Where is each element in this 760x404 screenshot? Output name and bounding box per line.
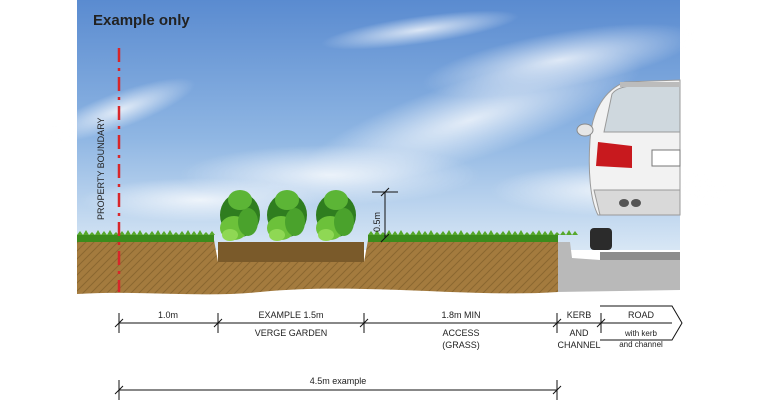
car-rear-window [603, 83, 681, 133]
segment-2-width: EXAMPLE 1.5m [258, 310, 323, 320]
car-tail-light [596, 142, 632, 168]
grass [77, 230, 578, 242]
car-tyre [590, 228, 612, 250]
plant-3 [316, 190, 356, 241]
car-number-plate [651, 149, 681, 167]
total-dimension-line [114, 380, 562, 400]
segment-4-name-1: KERB [567, 310, 592, 320]
total-width-label: 4.5m example [310, 376, 367, 386]
segment-3-width: 1.8m MIN [441, 310, 480, 320]
plant-2 [267, 190, 307, 241]
segment-2-name: VERGE GARDEN [255, 328, 328, 338]
height-dimension [372, 187, 398, 243]
road-surface [600, 252, 680, 260]
segment-5-note-1: with kerb [624, 329, 658, 338]
height-dimension-label: 0.5m [372, 212, 382, 232]
segment-1-width: 1.0m [158, 310, 178, 320]
width-dimension-line [114, 305, 683, 341]
segment-3-name: ACCESS [442, 328, 479, 338]
segment-4-name-3: CHANNEL [557, 340, 600, 350]
soil [77, 240, 558, 295]
property-boundary-label: PROPERTY BOUNDARY [96, 117, 106, 220]
plant-1 [220, 190, 260, 241]
diagram-title: Example only [93, 12, 190, 29]
segment-3-note: (GRASS) [442, 340, 480, 350]
segment-4-name-2: AND [569, 328, 589, 338]
verge-plants [220, 190, 356, 241]
car [576, 79, 681, 250]
segment-5-name: ROAD [628, 310, 655, 320]
segment-5-note-2: and channel [619, 340, 663, 349]
garden-bed [218, 242, 364, 262]
